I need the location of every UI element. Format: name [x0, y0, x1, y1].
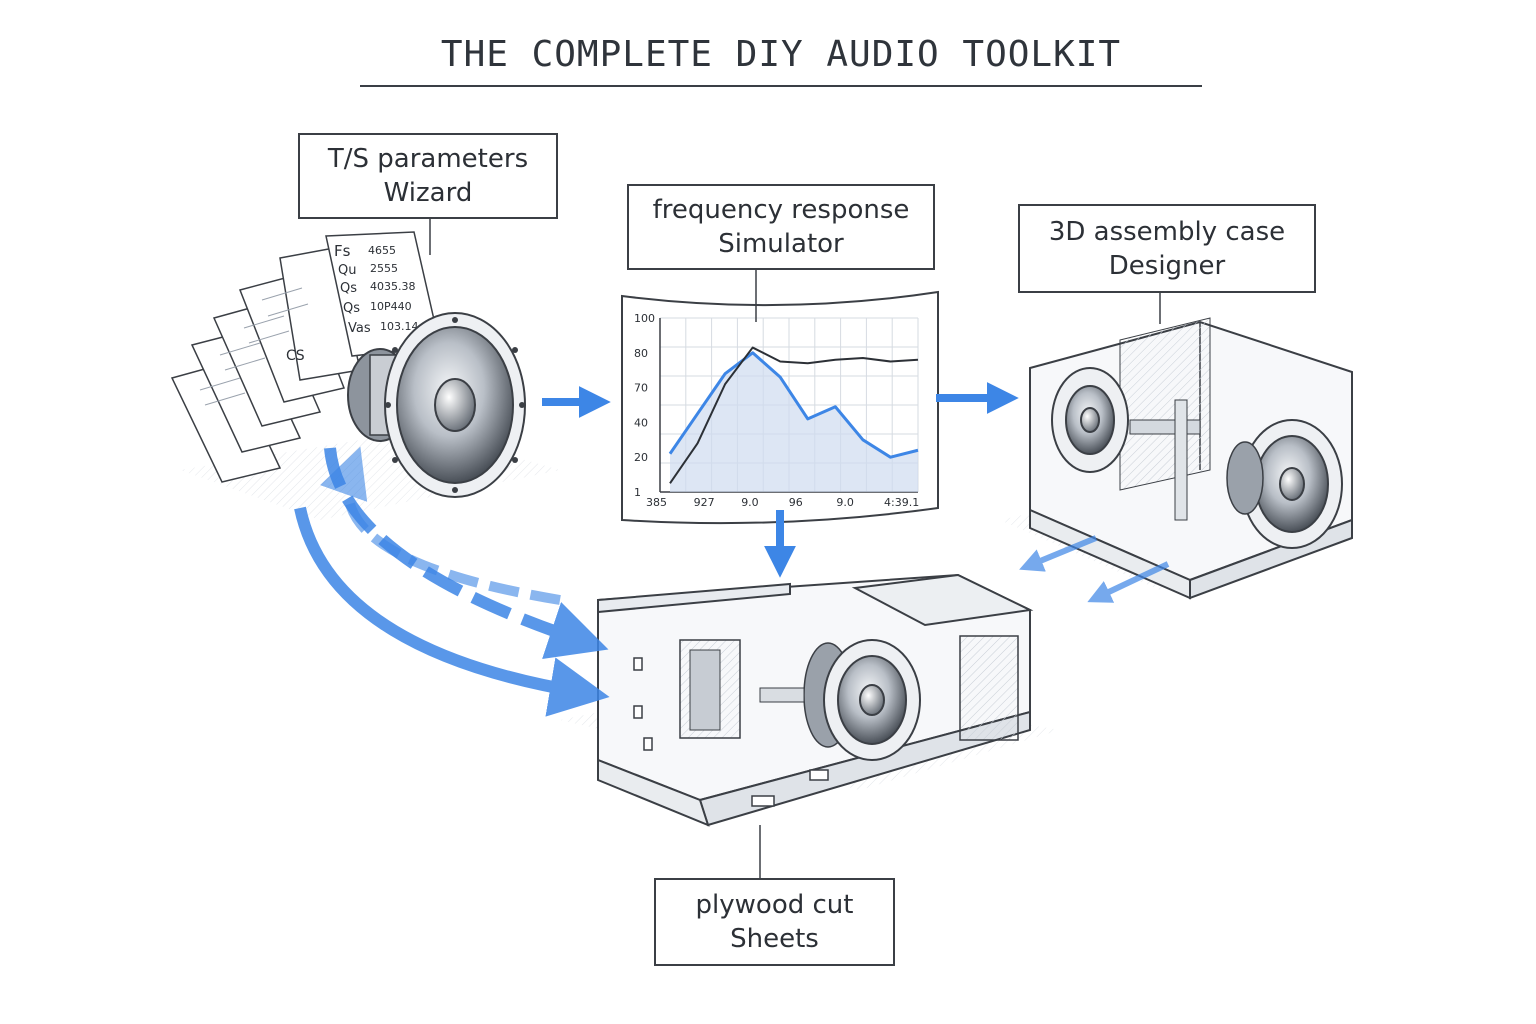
- ts-wizard-line1: T/S parameters: [327, 144, 529, 174]
- speaker-enclosure-icon: [1029, 317, 1353, 600]
- x-tick-label: 4:39.1: [884, 496, 919, 509]
- parameter-sheet-icon: [170, 231, 441, 483]
- parameter-sheet-text: Fs 4655 Qu 2555 Qs 4035.38 Qs 10P440 Vas…: [286, 242, 419, 364]
- cut-sheets-line2: Sheets: [730, 924, 819, 954]
- series-area: [670, 352, 918, 492]
- ts-value-3: 10P440: [370, 300, 412, 313]
- ts-value-4: 103.14: [380, 320, 419, 333]
- y-tick-label: 80: [634, 347, 648, 360]
- arrow-case-to-ply-2: [1087, 561, 1170, 603]
- ts-param-1: Qu: [338, 263, 356, 278]
- y-tick-labels: 100 80 70 40 20 1: [634, 312, 655, 499]
- case-designer-line2: Designer: [1108, 250, 1226, 281]
- frequency-chart: 100 80 70 40 20 1 385 927 9.0 96 9.0 4:39.1: [621, 290, 939, 525]
- arrow-ts-to-ply-lower: [294, 506, 610, 717]
- flow-arrow-icon: [294, 382, 1170, 717]
- x-tick-label: 385: [646, 496, 667, 509]
- y-tick-label: 20: [634, 451, 648, 464]
- freq-sim-line1: frequency response: [652, 195, 910, 225]
- y-tick-label: 40: [634, 416, 648, 429]
- ts-value-1: 2555: [370, 262, 398, 275]
- series-line-0: [668, 351, 919, 459]
- x-tick-label: 927: [694, 496, 715, 509]
- ts-param-0: Fs: [334, 242, 351, 260]
- x-tick-label: 9.0: [836, 496, 854, 509]
- y-tick-label: 70: [634, 382, 648, 395]
- ts-param-2: Qs: [340, 281, 357, 296]
- series-line-1: [669, 346, 919, 484]
- ts-value-2: 4035.38: [370, 280, 416, 293]
- freq-sim-line2: Simulator: [718, 229, 844, 259]
- cut-sheets-line1: plywood cut: [695, 890, 854, 920]
- arrow-case-to-ply-1: [1019, 535, 1098, 572]
- x-tick-labels: 385 927 9.0 96 9.0 4:39.1: [646, 496, 919, 509]
- arrow-ply-to-ts: [320, 446, 561, 605]
- chart-series: [668, 346, 919, 492]
- loudspeaker-driver-icon: [347, 312, 526, 498]
- ts-param-3: Qs: [343, 301, 360, 316]
- ts-value-0: 4655: [368, 244, 396, 257]
- ts-parameters-wizard-box: T/S parameters Wizard: [298, 133, 558, 219]
- ts-wizard-line2: Wizard: [383, 178, 473, 208]
- ts-cs-label: CS: [286, 348, 305, 364]
- cut-sheet-enclosure-icon: [597, 573, 1034, 827]
- diagram-title: THE COMPLETE DIY AUDIO TOOLKIT: [360, 34, 1202, 87]
- y-tick-label: 100: [634, 312, 655, 325]
- plywood-cut-sheets-box: plywood cut Sheets: [654, 878, 895, 966]
- case-designer-line1: 3D assembly case: [1048, 216, 1286, 247]
- x-tick-label: 96: [789, 496, 803, 509]
- x-tick-label: 9.0: [741, 496, 759, 509]
- frequency-simulator-box: frequency response Simulator: [627, 184, 935, 270]
- y-tick-label: 1: [634, 486, 641, 499]
- ts-param-4: Vas: [348, 321, 371, 336]
- case-designer-box: 3D assembly case Designer: [1018, 204, 1316, 293]
